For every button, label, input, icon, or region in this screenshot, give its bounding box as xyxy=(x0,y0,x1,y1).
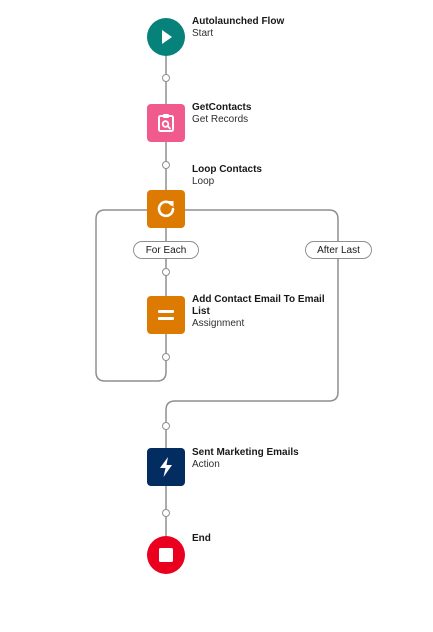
action-node[interactable] xyxy=(147,448,185,486)
record-lookup-icon xyxy=(158,114,174,132)
node-title: GetContacts xyxy=(192,102,252,113)
assignment-node[interactable] xyxy=(147,296,185,334)
node-type: Loop xyxy=(192,176,215,187)
start-node-label: Autolaunched Flow Start xyxy=(192,16,342,40)
get-records-node-label: GetContacts Get Records xyxy=(192,102,342,126)
connector-loop-back xyxy=(95,209,167,382)
assignment-node-label: Add Contact Email To Email List Assignme… xyxy=(192,294,342,330)
loop-icon xyxy=(157,200,175,218)
loop-node-label: Loop Contacts Loop xyxy=(192,164,342,188)
get-records-node[interactable] xyxy=(147,104,185,142)
start-node[interactable] xyxy=(147,18,185,56)
connector-add-point[interactable] xyxy=(162,268,170,276)
action-node-label: Sent Marketing Emails Action xyxy=(192,447,342,471)
node-type: Assignment xyxy=(192,318,245,329)
node-title: Loop Contacts xyxy=(192,164,262,175)
connector-add-point[interactable] xyxy=(162,422,170,430)
end-node-label: End xyxy=(192,533,342,545)
node-title: Sent Marketing Emails xyxy=(192,447,299,458)
stop-icon xyxy=(159,548,173,562)
after-last-pill[interactable]: After Last xyxy=(305,241,372,259)
loop-node[interactable] xyxy=(147,190,185,228)
node-type: Start xyxy=(192,28,214,39)
connector-add-point[interactable] xyxy=(162,161,170,169)
node-title: Autolaunched Flow xyxy=(192,16,285,27)
node-title: Add Contact Email To Email List xyxy=(192,294,325,317)
node-title: End xyxy=(192,533,211,544)
node-type: Action xyxy=(192,459,220,470)
for-each-pill[interactable]: For Each xyxy=(133,241,199,259)
connector-add-point[interactable] xyxy=(162,509,170,517)
connector-after-last xyxy=(165,209,339,448)
connector-add-point[interactable] xyxy=(162,74,170,82)
lightning-icon xyxy=(160,457,172,477)
node-type: Get Records xyxy=(192,114,249,125)
play-icon xyxy=(162,30,172,44)
assignment-icon xyxy=(158,310,174,320)
connector-add-point[interactable] xyxy=(162,353,170,361)
end-node[interactable] xyxy=(147,536,185,574)
